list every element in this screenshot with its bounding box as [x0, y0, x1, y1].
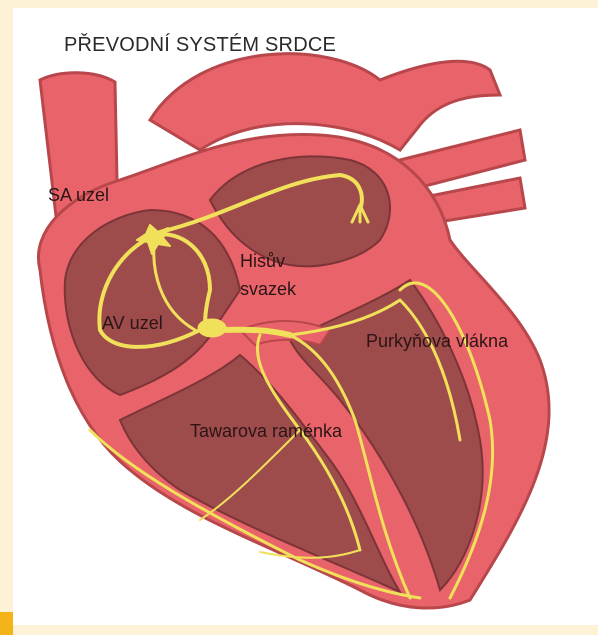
- diagram-title: PŘEVODNÍ SYSTÉM SRDCE: [64, 34, 336, 57]
- label-tawara: Tawarova raménka: [190, 420, 342, 442]
- label-sa-node: SA uzel: [48, 184, 109, 206]
- label-his-line2: svazek: [240, 278, 296, 300]
- label-av-node: AV uzel: [102, 312, 163, 334]
- label-purkinje: Purkyňova vlákna: [366, 330, 508, 352]
- label-his-line1: Hisův: [240, 250, 285, 272]
